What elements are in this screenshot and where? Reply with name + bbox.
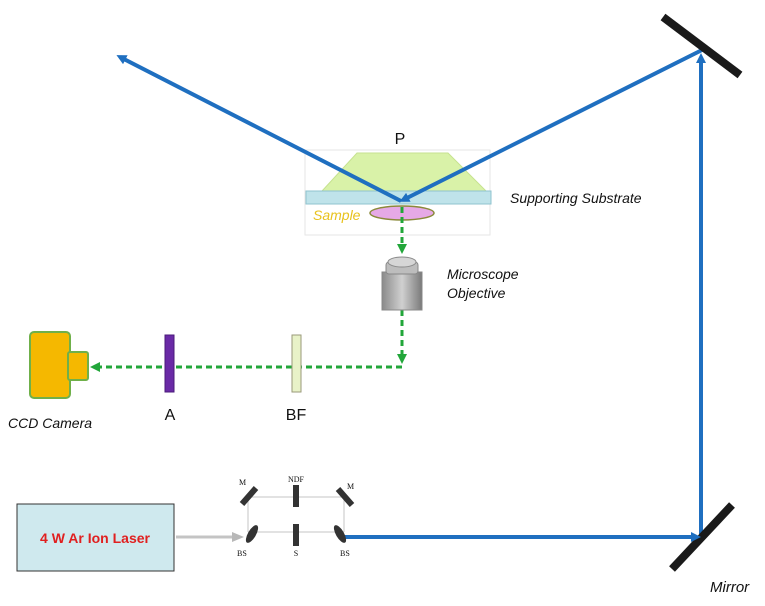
bottom-right-mirror: [669, 502, 735, 572]
laser-label: 4 W Ar Ion Laser: [40, 530, 151, 546]
beam-conditioning-optics: [239, 485, 355, 546]
analyzer-label: A: [165, 407, 176, 424]
mirror-label: Mirror: [710, 579, 750, 596]
barrier-filter: [291, 334, 302, 393]
top-right-mirror: [660, 13, 743, 79]
bs-right-label: BS: [340, 549, 350, 558]
ndf-filter: [293, 485, 299, 507]
beam-splitter-right: [333, 525, 347, 543]
beam-splitter-left: [245, 525, 259, 543]
supporting-substrate-label: Supporting Substrate: [510, 190, 642, 206]
mirror-m-left: [239, 486, 259, 506]
mirror-m-right: [335, 487, 355, 507]
microscope-label-line1: Microscope: [447, 266, 519, 282]
shutter: [293, 524, 299, 546]
incident-beam: [399, 48, 703, 202]
sample-label: Sample: [313, 207, 361, 223]
shutter-label: S: [294, 549, 298, 558]
analyzer: [164, 334, 175, 393]
m-left-label: M: [239, 478, 246, 487]
ccd-camera-label: CCD Camera: [8, 415, 92, 431]
laser-box: [16, 503, 175, 572]
m-right-label: M: [347, 482, 354, 491]
ccd-camera-icon: [29, 331, 89, 399]
microscope-label-line2: Objective: [447, 285, 506, 301]
microscope-objective: [381, 256, 423, 311]
bs-left-label: BS: [237, 549, 247, 558]
barrier-filter-label: BF: [286, 407, 307, 424]
reflected-beam: [116, 55, 402, 203]
ndf-label: NDF: [288, 475, 305, 484]
prism-label: P: [395, 131, 406, 148]
